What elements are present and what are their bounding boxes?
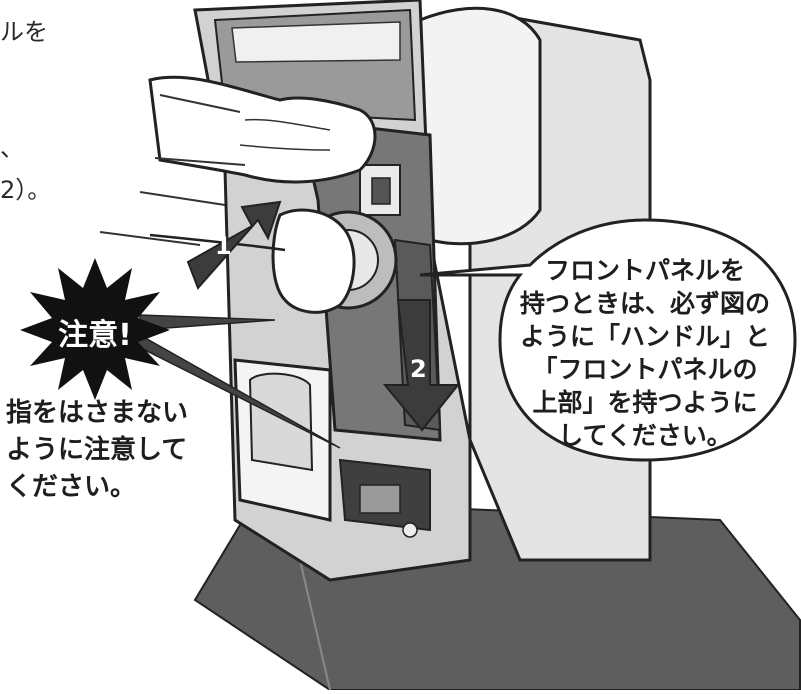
outlet-label-plate [359,484,401,514]
coin-slot-opening [371,177,391,205]
step-arrow-1 [186,200,282,290]
speech-bubble [419,218,797,462]
caution-badge-label: 注意! [58,318,132,353]
left-text-fragment: ルを [0,18,48,46]
step-arrow-2-label: 2 [410,355,427,383]
bubble-note-line: 「フロントパネルの [532,355,758,384]
leader-line [154,157,246,166]
leader-line [159,94,241,113]
bubble-note-line: 上部」を持つように [532,388,758,417]
cabinet-top-door [418,6,542,246]
caution-note-line: 指をはさまない [6,398,189,428]
bubble-note-line: 持つときは、必ず図の [519,289,770,318]
caution-note-line: ください。 [6,472,137,502]
bubble-note-line: ように「ハンドル」と [519,322,770,351]
capsule-door-window [248,372,314,472]
cabinet-window-highlight [231,21,401,63]
bubble-note-line: フロントパネルを [544,256,745,285]
small-button-icon [402,522,418,538]
base-seam [299,559,331,691]
hand-finger-line [244,118,331,131]
bubble-note-line: してください。 [558,421,732,450]
hand-on-knob-icon [271,208,356,314]
hand-icon [148,75,377,184]
hand-finger-line [239,144,331,151]
warning-burst-icon [20,258,170,400]
leader-line [99,231,201,246]
caution-note: 指をはさまない ように注意して ください。 [6,395,246,506]
step-arrow-1-label: 1 [215,232,232,260]
step-arrow-2 [382,299,461,432]
left-text-fragment: 、 [0,134,24,162]
caution-note-line: ように注意して [6,435,188,465]
bubble-note: フロントパネルを 持つときは、必ず図の ように「ハンドル」と 「フロントパネルの… [506,254,784,452]
leader-line [139,191,226,206]
left-text-fragment: 2）。 [0,176,52,204]
